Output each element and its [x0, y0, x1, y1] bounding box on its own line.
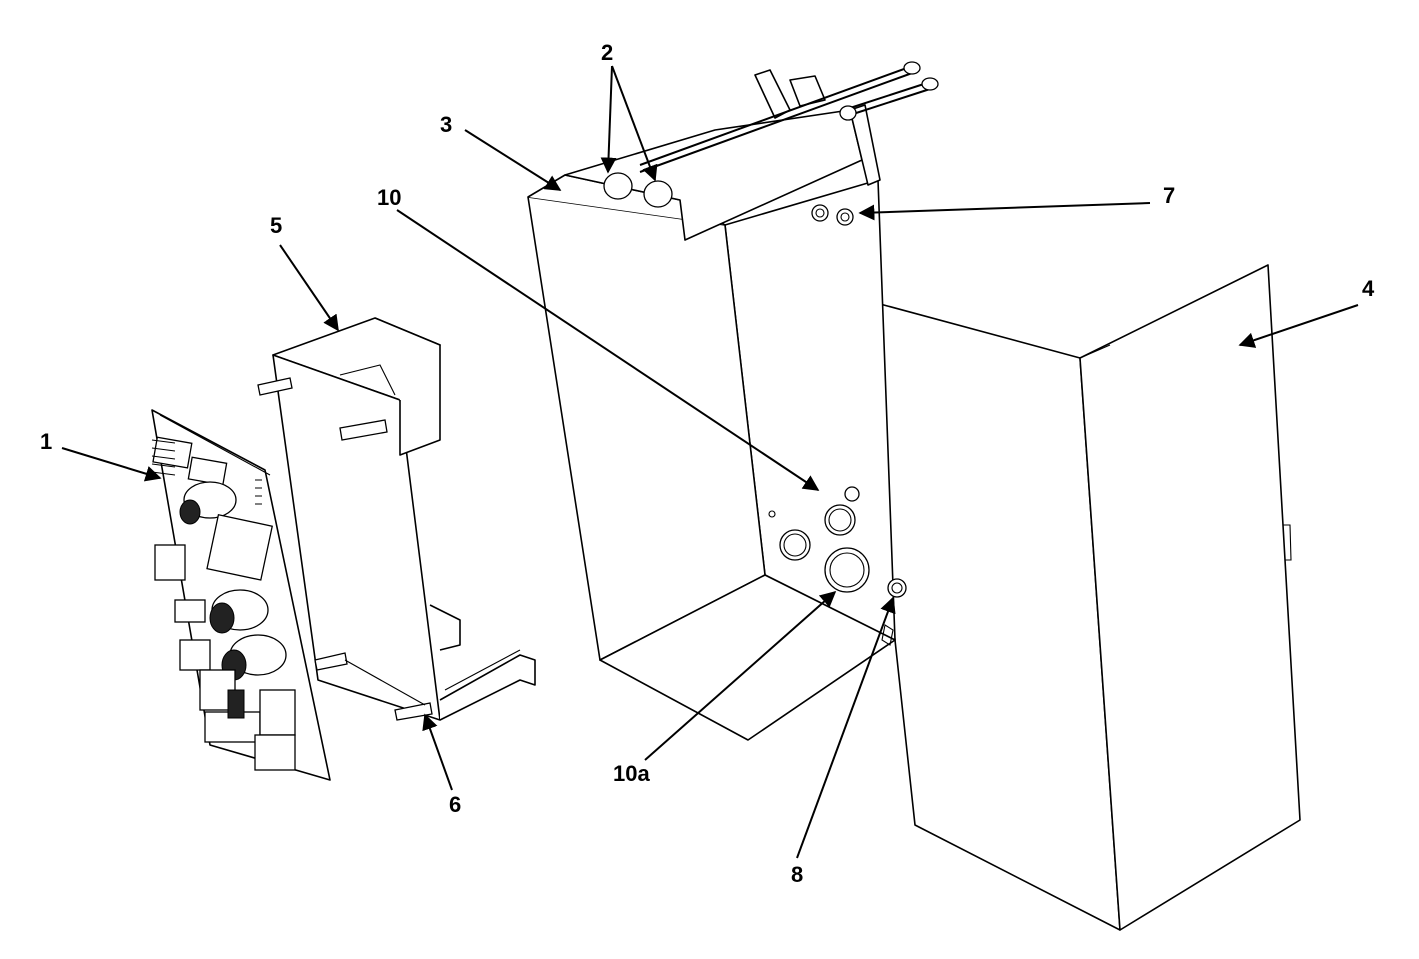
leader-8 — [796, 596, 896, 859]
callout-6: 6 — [449, 792, 461, 817]
leader-1 — [61, 447, 162, 482]
leader-10 — [396, 209, 820, 491]
callout-7: 7 — [1163, 183, 1175, 208]
mounting-plate-part — [257, 317, 536, 721]
callout-8: 8 — [791, 862, 803, 887]
enclosure-box-part — [527, 61, 939, 741]
leader-10a — [644, 590, 837, 761]
callout-10a: 10a — [613, 761, 650, 786]
leader-4 — [1238, 304, 1359, 348]
front-cover-part — [857, 264, 1301, 931]
leader-6 — [422, 713, 453, 791]
callout-labels: 1 2 3 4 5 6 7 8 10 10a — [40, 40, 1375, 887]
leader-lines — [61, 65, 1359, 859]
callout-10: 10 — [377, 185, 401, 210]
leader-2a — [600, 65, 617, 174]
leader-5 — [279, 244, 339, 332]
leader-7 — [858, 202, 1151, 221]
callout-5: 5 — [270, 213, 282, 238]
standoff-screws — [257, 377, 433, 721]
callout-4: 4 — [1362, 276, 1375, 301]
callout-1: 1 — [40, 429, 52, 454]
callout-2: 2 — [601, 40, 613, 65]
callout-3: 3 — [440, 112, 452, 137]
leader-2b — [611, 65, 658, 182]
leader-3 — [464, 129, 562, 191]
circuit-board-part — [151, 409, 331, 781]
